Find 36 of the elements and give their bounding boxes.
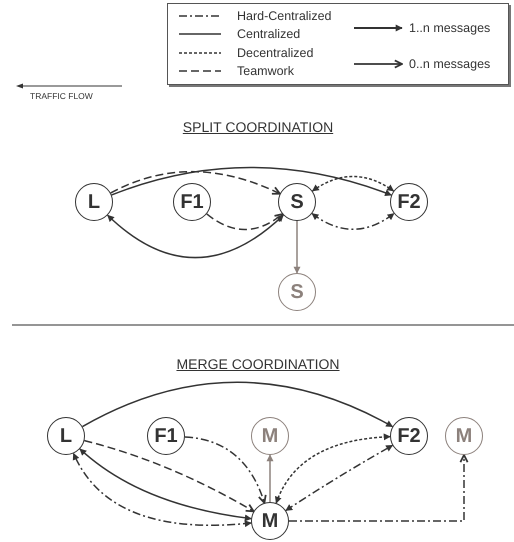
arrow <box>312 176 394 192</box>
arrow <box>184 436 266 504</box>
legend-text: Centralized <box>237 28 300 40</box>
node-circle: F1 <box>147 417 185 455</box>
section-heading: SPLIT COORDINATION <box>182 120 334 134</box>
legend-text: Hard-Centralized <box>237 10 332 22</box>
legend-text: 0..n messages <box>409 58 490 70</box>
node-circle: S <box>278 273 316 311</box>
arrow <box>312 212 394 230</box>
node-circle: F2 <box>390 417 428 455</box>
arrow <box>206 213 284 230</box>
arrow <box>82 382 394 428</box>
node-circle: F1 <box>173 183 211 221</box>
arrow <box>266 454 274 502</box>
arrow <box>72 452 252 527</box>
arrow <box>110 170 281 195</box>
arrow <box>111 166 392 196</box>
arrow <box>294 221 300 274</box>
arrow <box>285 444 394 512</box>
legend-text: 1..n messages <box>409 22 490 34</box>
arrow <box>84 440 255 512</box>
arrow <box>107 214 284 258</box>
legend-text: Decentralized <box>237 47 314 60</box>
node-circle: F2 <box>390 183 428 221</box>
arrow <box>275 434 391 504</box>
node-circle: L <box>47 417 85 455</box>
arrow <box>79 448 252 522</box>
node-circle: M <box>251 502 289 540</box>
arrow <box>289 454 468 522</box>
legend-text: Teamwork <box>237 65 294 78</box>
node-circle: M <box>251 417 289 455</box>
traffic-flow-label: TRAFFIC FLOW <box>30 92 93 100</box>
node-circle: M <box>445 417 483 455</box>
section-heading: MERGE COORDINATION <box>176 357 340 371</box>
node-circle: S <box>278 183 316 221</box>
node-circle: L <box>75 183 113 221</box>
